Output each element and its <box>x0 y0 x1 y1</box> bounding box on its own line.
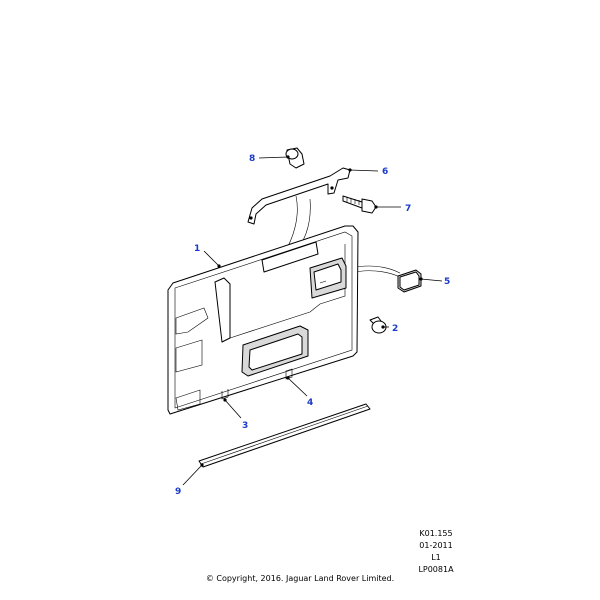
callout-7: 7 <box>405 204 411 214</box>
leader-lines <box>182 155 443 486</box>
callout-2: 2 <box>392 324 398 334</box>
diagram-ref: K01.155 <box>419 529 453 538</box>
seal-strip-part <box>198 403 371 468</box>
diagram-code: LP0081A <box>418 565 454 574</box>
callout-1: 1 <box>194 244 200 254</box>
copyright-notice: © Copyright, 2016. Jaguar Land Rover Lim… <box>205 574 395 583</box>
callout-8: 8 <box>249 154 255 164</box>
callout-4: 4 <box>307 398 313 408</box>
callout-6: 6 <box>382 167 388 177</box>
clip-part <box>285 147 305 169</box>
fastener-part <box>369 316 387 334</box>
grab-handle-part <box>247 167 351 225</box>
diagram-date: 01-2011 <box>419 541 453 550</box>
trim-panel-part <box>167 225 359 415</box>
callout-5: 5 <box>444 277 450 287</box>
diagram-level: L1 <box>431 553 441 562</box>
callout-3: 3 <box>242 421 248 431</box>
screw-part <box>342 195 377 214</box>
callout-9: 9 <box>175 487 181 497</box>
blank-plug-part <box>397 269 422 293</box>
